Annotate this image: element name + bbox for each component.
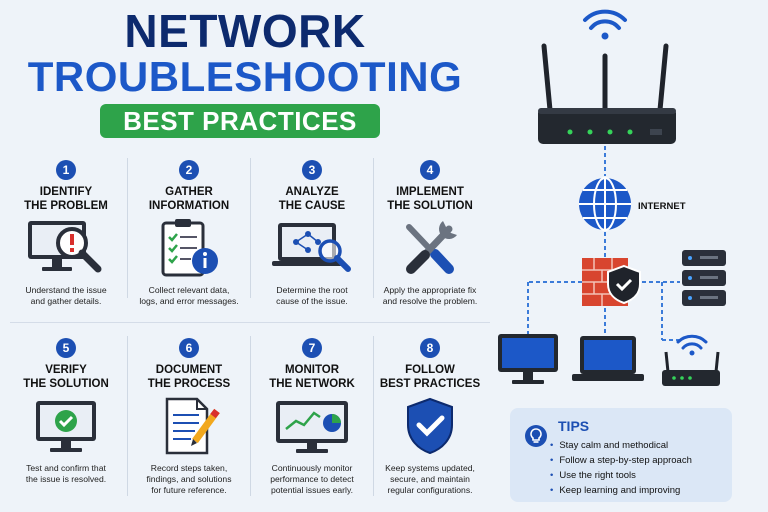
step-description: Collect relevant data,logs, and error me… bbox=[139, 285, 239, 306]
laptop-icon bbox=[572, 336, 644, 381]
monitor-chart-icon bbox=[276, 401, 348, 453]
document-pencil-icon bbox=[165, 397, 220, 455]
tip-item: Follow a step-by-step approach bbox=[550, 453, 692, 468]
step-number: 7 bbox=[302, 338, 322, 358]
clipboard-info-icon bbox=[161, 219, 218, 277]
divider bbox=[250, 336, 251, 496]
title-line-1: NETWORK bbox=[124, 5, 366, 57]
subtitle-badge: BEST PRACTICES bbox=[100, 104, 380, 138]
divider bbox=[127, 158, 128, 298]
divider bbox=[250, 158, 251, 298]
step-description: Keep systems updated,secure, and maintai… bbox=[385, 463, 475, 495]
firewall-icon bbox=[582, 258, 641, 306]
monitor-alert-icon bbox=[28, 221, 102, 273]
divider bbox=[373, 336, 374, 496]
wifi-access-point-icon bbox=[662, 334, 720, 386]
title-line-2: TROUBLESHOOTING bbox=[27, 53, 463, 100]
tips-list: Stay calm and methodical Follow a step-b… bbox=[550, 438, 692, 498]
globe-icon bbox=[579, 177, 631, 231]
row-divider bbox=[10, 322, 490, 323]
server-rack-icon bbox=[682, 250, 726, 306]
divider bbox=[373, 158, 374, 298]
lightbulb-icon bbox=[525, 425, 547, 447]
tip-item: Stay calm and methodical bbox=[550, 438, 692, 453]
step-number: 5 bbox=[56, 338, 76, 358]
tools-icon bbox=[406, 221, 457, 274]
step-number: 3 bbox=[302, 160, 322, 180]
step-number: 6 bbox=[179, 338, 199, 358]
step-number: 1 bbox=[56, 160, 76, 180]
network-diagram bbox=[498, 9, 726, 386]
tip-item: Use the right tools bbox=[550, 468, 692, 483]
tips-panel: TIPS Stay calm and methodical Follow a s… bbox=[510, 408, 732, 502]
monitor-check-icon bbox=[36, 401, 96, 452]
router-icon bbox=[538, 9, 676, 144]
internet-label: INTERNET bbox=[638, 201, 686, 212]
tips-title: TIPS bbox=[558, 418, 590, 434]
step-number: 2 bbox=[179, 160, 199, 180]
shield-check-icon bbox=[407, 397, 453, 455]
step-description: Record steps taken,findings, and solutio… bbox=[146, 463, 232, 495]
tip-item: Keep learning and improving bbox=[550, 483, 692, 498]
step-number: 8 bbox=[420, 338, 440, 358]
divider bbox=[127, 336, 128, 496]
laptop-analyze-icon bbox=[272, 223, 351, 272]
desktop-computer-icon bbox=[498, 334, 558, 384]
step-number: 4 bbox=[420, 160, 440, 180]
network-connectors bbox=[527, 146, 680, 341]
